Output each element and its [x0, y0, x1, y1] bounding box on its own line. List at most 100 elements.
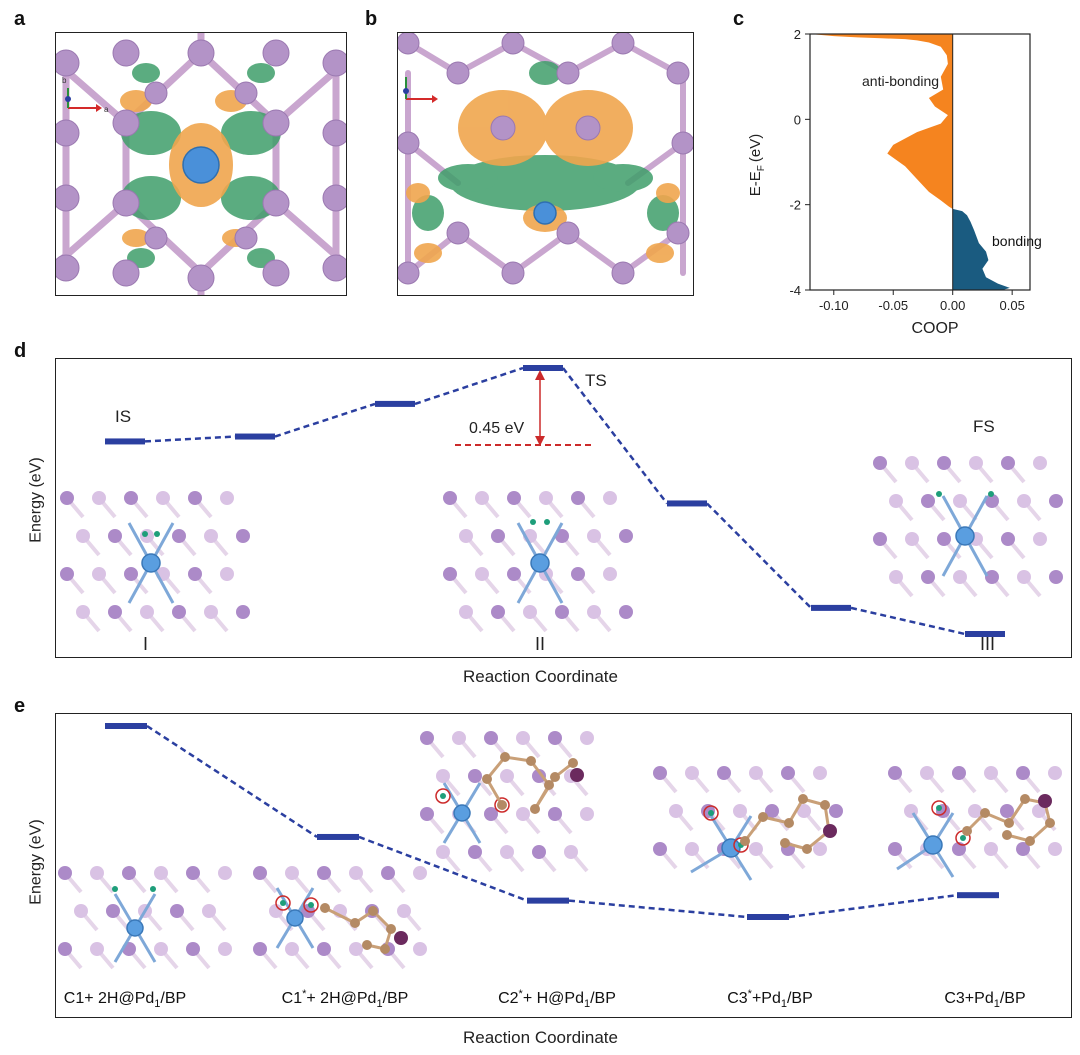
charge-density-side-view — [398, 33, 693, 285]
p-atom — [921, 570, 935, 584]
phosphorus-atoms-b — [398, 33, 693, 285]
c-atom — [780, 838, 790, 848]
p-atom — [124, 491, 138, 505]
c-atom — [380, 944, 390, 954]
p-atom — [92, 567, 106, 581]
p-atom — [937, 532, 951, 546]
e-lattice-1 — [58, 866, 232, 970]
pd-site — [690, 815, 753, 881]
p-atom — [873, 456, 887, 470]
organic-molecule — [320, 903, 408, 954]
p-atom — [539, 491, 553, 505]
p-atom — [1033, 532, 1047, 546]
c-atom — [362, 940, 372, 950]
c-atom — [1025, 836, 1035, 846]
h-marker-ring — [303, 897, 319, 913]
e-connector — [146, 724, 318, 839]
halogen-atom — [823, 824, 837, 838]
p-atom — [413, 866, 427, 880]
c-atom — [1020, 794, 1030, 804]
state-label-ts: TS — [585, 371, 607, 390]
p-atom — [937, 456, 951, 470]
p-atom — [829, 804, 843, 818]
p-atom — [459, 529, 473, 543]
p-atom — [888, 842, 902, 856]
p-atom — [564, 845, 578, 859]
p-atom — [74, 904, 88, 918]
h-atom — [142, 531, 148, 537]
coop-annotation-anti-bonding: anti-bonding — [862, 73, 939, 89]
axis-b-label: b — [62, 76, 67, 85]
e-energy-level — [317, 833, 359, 840]
p-atom — [436, 769, 450, 783]
c-atom — [962, 826, 972, 836]
p-atom — [603, 491, 617, 505]
p-atom — [468, 769, 482, 783]
organic-molecule — [962, 794, 1055, 846]
h-atom — [988, 491, 994, 497]
p-atom — [484, 807, 498, 821]
pd-site — [896, 812, 955, 878]
p-atom — [920, 766, 934, 780]
pd-atom — [453, 804, 471, 822]
d-connector — [706, 502, 812, 609]
p-atom — [90, 866, 104, 880]
p-atom — [140, 605, 154, 619]
p-atom — [1049, 494, 1063, 508]
p-atom — [58, 866, 72, 880]
pd-atom — [286, 909, 304, 927]
pd-atom — [923, 835, 943, 855]
h-atom — [708, 810, 714, 816]
c-atom — [820, 800, 830, 810]
p-atom — [236, 605, 250, 619]
p-atom — [397, 904, 411, 918]
panel-label-c: c — [733, 8, 745, 30]
structure-label-i: I — [143, 634, 148, 654]
p-atom — [108, 529, 122, 543]
p-atom — [548, 731, 562, 745]
panel-b-image — [397, 32, 694, 296]
p-atom — [381, 866, 395, 880]
p-atom — [204, 605, 218, 619]
d-connector — [562, 367, 668, 505]
halogen-atom — [570, 768, 584, 782]
p-atom — [154, 866, 168, 880]
pd-site — [113, 893, 157, 963]
c-atom — [530, 804, 540, 814]
pd-atom — [141, 553, 161, 573]
axis-indicator: b a — [62, 76, 109, 114]
p-atom — [317, 942, 331, 956]
p-atom — [413, 942, 427, 956]
coop-ylabel: E-EF(eV) — [747, 134, 767, 196]
p-atom — [170, 904, 184, 918]
c-atom — [740, 836, 750, 846]
d-ylabel: Energy (eV) — [28, 457, 45, 543]
p-atom — [985, 494, 999, 508]
p-atom — [443, 491, 457, 505]
d-energy-level — [375, 400, 415, 407]
c-atom — [758, 812, 768, 822]
c-atom — [1002, 830, 1012, 840]
p-atom — [491, 529, 505, 543]
barrier-arrowhead-down — [535, 436, 545, 446]
panel-label-a: a — [14, 8, 26, 30]
structure-label-iii: III — [980, 634, 995, 654]
p-atom — [532, 769, 546, 783]
p-atom — [124, 567, 138, 581]
d-connector — [850, 606, 966, 636]
d-connector — [274, 402, 376, 438]
p-atom — [889, 570, 903, 584]
p-atom — [349, 866, 363, 880]
p-atom — [813, 842, 827, 856]
pd-atom-b — [533, 201, 557, 225]
p-atom — [813, 766, 827, 780]
d-energy-level — [667, 500, 707, 507]
p-atom — [475, 567, 489, 581]
charge-density-top-view: b a — [56, 33, 346, 295]
barrier-arrowhead-up — [535, 370, 545, 380]
isosurface-green-b — [412, 61, 679, 231]
p-atom — [921, 494, 935, 508]
e-category-label: C3+Pd1/BP — [944, 990, 1025, 1010]
p-atom — [285, 866, 299, 880]
